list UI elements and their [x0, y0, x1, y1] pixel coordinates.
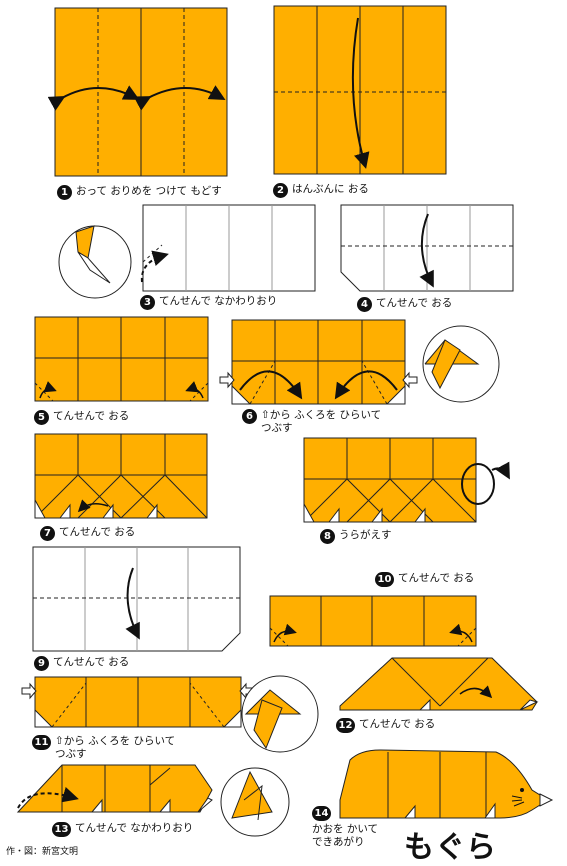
- step-text: かおを かいて できあがり: [312, 823, 379, 848]
- step-3-caption: 3 てんせんで なかわりおり: [140, 295, 277, 310]
- step-1-caption: 1 おって おりめを つけて もどす: [57, 185, 222, 200]
- step-text: てんせんで なかわりおり: [159, 295, 278, 307]
- step-14-figure: [339, 749, 554, 819]
- step-text: ⇧から ふくろを ひらいて つぶす: [55, 735, 176, 760]
- step-text: うらがえす: [339, 529, 392, 541]
- step-text: てんせんで おる: [359, 718, 436, 730]
- step-number: 6: [242, 409, 257, 424]
- step-text: てんせんで おる: [376, 297, 453, 309]
- model-title: もぐら: [404, 830, 497, 865]
- step-6-figure: [219, 319, 500, 405]
- step-number: 12: [336, 718, 355, 733]
- step-number: 14: [312, 806, 331, 821]
- step-text: てんせんで おる: [53, 656, 130, 668]
- step-12-caption: 12 てんせんで おる: [336, 718, 435, 733]
- step-5-figure: [34, 316, 209, 402]
- step-7-figure: [34, 433, 208, 519]
- step-number: 11: [32, 735, 51, 750]
- step-text: てんせんで なかわりおり: [75, 822, 194, 834]
- step-9-figure: [32, 546, 241, 652]
- step-text: はんぶんに おる: [292, 183, 369, 195]
- step-12-figure: [339, 657, 539, 711]
- author-credit: 作・図：新宮文明: [6, 847, 79, 857]
- step-text: てんせんで おる: [59, 526, 136, 538]
- step-1-figure: [47, 7, 228, 177]
- step-number: 1: [57, 185, 72, 200]
- step-2-caption: 2 はんぶんに おる: [273, 183, 369, 198]
- step-number: 8: [320, 529, 335, 544]
- step-number: 9: [34, 656, 49, 671]
- step-13-caption: 13 てんせんで なかわりおり: [52, 822, 193, 837]
- step-8-caption: 8 うらがえす: [320, 529, 392, 544]
- step-number: 5: [34, 410, 49, 425]
- step-number: 4: [357, 297, 372, 312]
- step-number: 13: [52, 822, 71, 837]
- step-4-figure: [340, 204, 514, 292]
- step-11-figure: [21, 675, 319, 753]
- step-13-figure: [16, 764, 290, 837]
- step-9-caption: 9 てんせんで おる: [34, 656, 129, 671]
- step-text: おって おりめを つけて もどす: [76, 185, 222, 197]
- step-10-figure: [269, 595, 477, 647]
- step-3-figure: [58, 204, 316, 299]
- step-text: てんせんで おる: [398, 572, 475, 584]
- step-2-figure: [273, 5, 447, 175]
- step-6-caption: 6 ⇧から ふくろを ひらいて つぶす: [242, 409, 381, 435]
- step-11-caption: 11 ⇧から ふくろを ひらいて つぶす: [32, 735, 175, 761]
- step-number: 10: [375, 572, 394, 587]
- step-number: 7: [40, 526, 55, 541]
- step-14-caption: 14 かおを かいて できあがり: [312, 806, 378, 849]
- step-4-caption: 4 てんせんで おる: [357, 297, 452, 312]
- step-5-caption: 5 てんせんで おる: [34, 410, 129, 425]
- step-number: 3: [140, 295, 155, 310]
- step-8-figure: [303, 437, 510, 523]
- step-7-caption: 7 てんせんで おる: [40, 526, 135, 541]
- step-number: 2: [273, 183, 288, 198]
- step-text: てんせんで おる: [53, 410, 130, 422]
- step-10-caption: 10 てんせんで おる: [375, 572, 474, 587]
- step-text: ⇧から ふくろを ひらいて つぶす: [261, 409, 382, 434]
